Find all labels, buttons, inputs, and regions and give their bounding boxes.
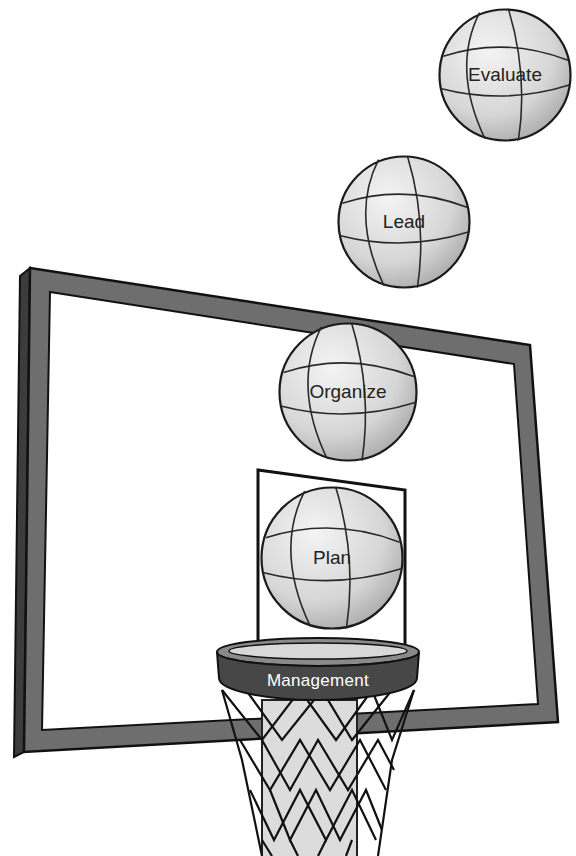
node-label-group: Evaluate — [438, 8, 572, 142]
net-mesh — [262, 740, 394, 790]
node-label-group: Management — [215, 666, 421, 696]
ball-label: Organize — [309, 381, 386, 403]
node-label-group: Organize — [278, 322, 418, 462]
net-mesh — [270, 790, 382, 840]
ball-seam — [340, 232, 469, 243]
ball-seam — [284, 363, 414, 377]
ball-outline — [280, 324, 417, 461]
node-label-group: Plan — [260, 486, 404, 630]
ball-label: Lead — [383, 211, 425, 233]
basketball-node: Plan — [260, 486, 404, 630]
basketball-node: Organize — [278, 322, 418, 462]
net-edge — [378, 690, 414, 856]
ball-seam — [263, 569, 401, 581]
ball-seam — [366, 160, 384, 286]
ball-seam — [291, 491, 311, 626]
ball-outline — [440, 10, 571, 141]
node-label-group: Lead — [337, 155, 471, 289]
basketball-node: Evaluate — [438, 8, 572, 142]
backboard-panel — [42, 292, 538, 730]
ball-seam — [281, 403, 415, 414]
rim-label: Management — [267, 671, 369, 691]
ball-label: Evaluate — [468, 64, 542, 86]
hoop-net — [222, 690, 414, 856]
ball-label: Plan — [313, 547, 351, 569]
hoop-rim-band: Management — [215, 636, 421, 706]
ball-seam — [266, 528, 400, 542]
ball-outline — [339, 157, 470, 288]
rim-band — [217, 652, 419, 700]
basketball-node: Lead — [337, 155, 471, 289]
ball-seam — [342, 194, 467, 207]
backboard-frame — [24, 268, 558, 752]
ball-outline — [262, 488, 403, 629]
ball-seam — [441, 85, 570, 96]
ball-seam — [443, 47, 568, 60]
rim-opening — [229, 643, 407, 659]
net-mesh — [262, 840, 352, 856]
target-square — [258, 470, 405, 656]
